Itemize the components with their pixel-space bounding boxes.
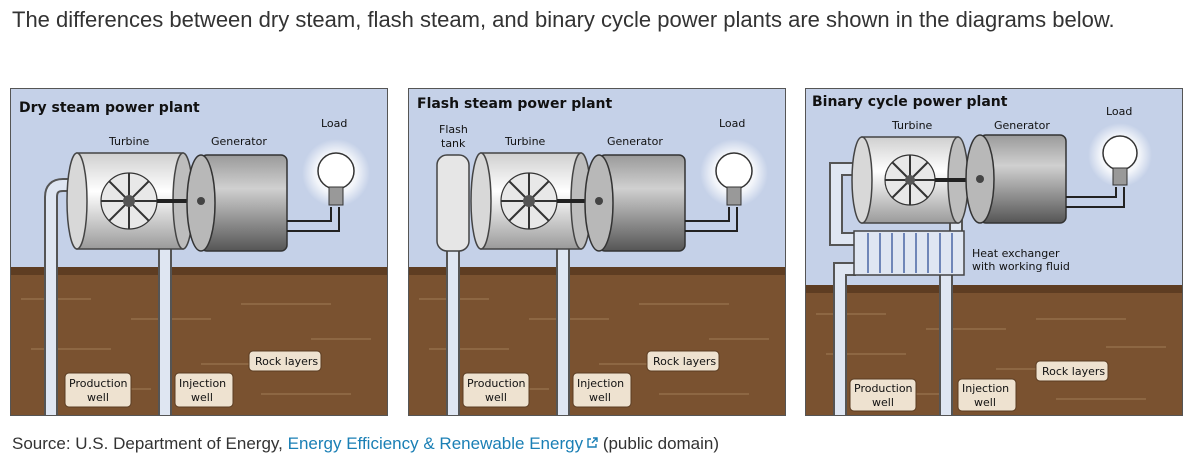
svg-text:Injection: Injection	[179, 377, 226, 390]
production-well-tag: Production well	[64, 372, 132, 408]
light-bulb-icon	[715, 152, 753, 206]
production-well-tag: Production well	[849, 378, 917, 412]
panel-title: Flash steam power plant	[417, 96, 612, 112]
load-label: Load	[1106, 105, 1132, 118]
rock-layers-tag: Rock layers	[1035, 360, 1109, 382]
svg-text:well: well	[589, 391, 611, 404]
heat-exchanger	[853, 230, 965, 276]
svg-text:well: well	[191, 391, 213, 404]
turbine-label: Turbine	[108, 135, 150, 148]
dry-steam-diagram: Dry steam power plant Turbine Generator …	[10, 88, 388, 416]
load-label: Load	[719, 117, 745, 130]
generator-label: Generator	[211, 135, 267, 148]
svg-text:Rock layers: Rock layers	[653, 355, 716, 368]
svg-text:well: well	[872, 396, 894, 409]
panel-title: Dry steam power plant	[19, 100, 200, 116]
production-well-tag: Production well	[462, 372, 530, 408]
flash-steam-diagram: Flash steam power plant Flash tank Turbi…	[408, 88, 786, 416]
source-link[interactable]: Energy Efficiency & Renewable Energy	[288, 434, 598, 453]
generator-label: Generator	[607, 135, 663, 148]
flash-tank	[436, 154, 470, 252]
injection-well-tag: Injection well	[174, 372, 234, 408]
flash-tank-label-line2: tank	[441, 137, 466, 150]
source-suffix: (public domain)	[602, 434, 720, 453]
binary-cycle-diagram: Binary cycle power plant Turbine Generat…	[805, 88, 1183, 416]
svg-text:well: well	[87, 391, 109, 404]
heat-exchanger-label-line2: with working fluid	[972, 260, 1070, 273]
heat-exchanger-label-line1: Heat exchanger	[972, 247, 1060, 260]
source-link-text: Energy Efficiency & Renewable Energy	[287, 434, 584, 453]
svg-text:Production: Production	[467, 377, 526, 390]
generator-label: Generator	[994, 119, 1050, 132]
rock-layers-tag: Rock layers	[646, 350, 720, 372]
panel-title: Binary cycle power plant	[812, 94, 1008, 110]
svg-text:Rock layers: Rock layers	[1042, 365, 1105, 378]
load-label: Load	[321, 117, 347, 130]
light-bulb-icon	[317, 152, 355, 206]
flash-tank-label-line1: Flash	[439, 123, 468, 136]
external-link-icon	[587, 437, 598, 448]
injection-well-tag: Injection well	[572, 372, 632, 408]
svg-text:Production: Production	[854, 382, 913, 395]
source-prefix: Source: U.S. Department of Energy,	[12, 434, 283, 453]
svg-text:Rock layers: Rock layers	[255, 355, 318, 368]
svg-text:Injection: Injection	[577, 377, 624, 390]
light-bulb-icon	[1102, 135, 1138, 186]
svg-text:well: well	[485, 391, 507, 404]
turbine-label: Turbine	[891, 119, 933, 132]
turbine-label: Turbine	[504, 135, 546, 148]
intro-text: The differences between dry steam, flash…	[12, 7, 1115, 32]
injection-well-tag: Injection well	[957, 378, 1017, 412]
svg-text:Injection: Injection	[962, 382, 1009, 395]
rock-layers-tag: Rock layers	[248, 350, 322, 372]
source-line: Source: U.S. Department of Energy, Energ…	[12, 432, 719, 456]
svg-text:Production: Production	[69, 377, 128, 390]
svg-text:well: well	[974, 396, 996, 409]
